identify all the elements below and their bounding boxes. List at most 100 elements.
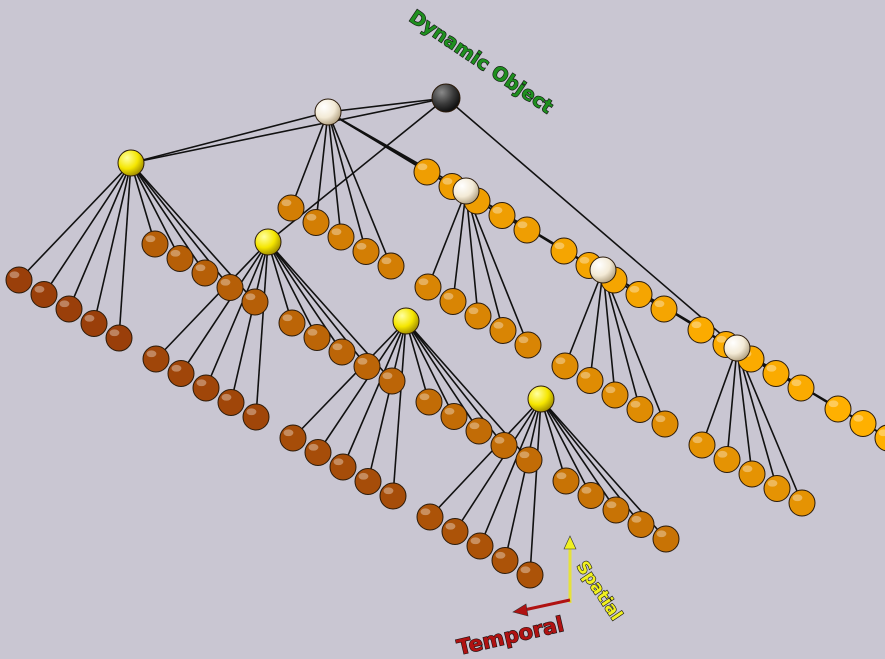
edge-root-child — [130, 97, 447, 164]
leaf-node — [687, 316, 715, 344]
edge-cream-leaf — [452, 190, 467, 302]
edge-yellow-leaf — [504, 398, 542, 561]
leaf-highlight — [221, 393, 232, 401]
temporal-axis-label: Temporal — [455, 612, 566, 659]
node-layer — [5, 83, 885, 589]
leaf-highlight — [417, 163, 428, 171]
edge-cream-leaf — [327, 111, 392, 267]
leaf-highlight — [579, 256, 590, 264]
temporal-node — [452, 177, 480, 205]
edge-root-child — [445, 97, 738, 349]
leaf-node — [55, 295, 83, 323]
leaf-node — [30, 281, 58, 308]
leaf-highlight — [791, 379, 802, 387]
leaf-highlight — [445, 522, 456, 530]
leaf-highlight — [605, 386, 616, 394]
leaf-node — [216, 274, 244, 301]
leaf-highlight — [332, 343, 343, 351]
root-node — [431, 83, 461, 113]
leaf-highlight — [443, 292, 454, 300]
edge-root-child — [327, 97, 447, 113]
leaf-node — [576, 367, 604, 394]
leaf-node — [80, 310, 108, 337]
edge-yellow-leaf — [230, 241, 269, 403]
leaf-node — [688, 431, 716, 459]
edge-yellow-leaf — [479, 398, 542, 547]
edge-yellow-leaf — [292, 320, 407, 439]
leaf-node — [413, 158, 441, 186]
edge-layer — [18, 97, 885, 576]
leaf-highlight — [631, 515, 642, 523]
leaf-node — [577, 482, 605, 509]
spatial-node — [254, 228, 282, 256]
leaf-node — [602, 496, 630, 524]
leaf-highlight — [767, 479, 778, 487]
leaf-highlight — [766, 364, 777, 372]
leaf-node — [738, 460, 766, 488]
leaf-node — [551, 352, 579, 380]
edge-cream-leaf — [602, 269, 616, 396]
leaf-highlight — [419, 393, 430, 401]
leaf-node — [490, 432, 518, 459]
leaf-node — [378, 367, 406, 395]
edge-cream-leaf — [602, 269, 666, 425]
edge-cream-leaf — [465, 190, 504, 331]
leaf-highlight — [691, 321, 702, 329]
leaf-node — [491, 547, 519, 574]
leaf-highlight — [383, 487, 394, 495]
leaf-highlight — [442, 177, 453, 185]
leaf-highlight — [356, 242, 367, 250]
leaf-node — [625, 281, 653, 308]
leaf-node — [352, 238, 380, 265]
edge-cream-leaf — [327, 111, 342, 238]
spatial-node — [392, 307, 420, 335]
leaf-highlight — [581, 486, 592, 494]
leaf-highlight — [418, 278, 429, 286]
leaf-highlight — [281, 199, 292, 207]
leaf-highlight — [195, 264, 206, 272]
leaf-node — [763, 475, 791, 502]
leaf-node — [787, 374, 815, 402]
leaf-node — [191, 259, 219, 287]
leaf-highlight — [245, 293, 256, 301]
leaf-highlight — [556, 472, 567, 480]
leaf-highlight — [333, 458, 344, 466]
leaf-highlight — [246, 408, 257, 416]
leaf-node — [277, 194, 305, 222]
leaf-highlight — [495, 551, 506, 559]
leaf-highlight — [555, 357, 566, 365]
edge-yellow-leaf — [392, 320, 407, 497]
leaf-node — [439, 288, 467, 315]
leaf-node — [626, 396, 654, 423]
leaf-highlight — [656, 530, 667, 538]
leaf-node — [552, 467, 580, 495]
leaf-highlight — [606, 501, 617, 509]
temporal-arrowhead-icon — [512, 603, 529, 617]
leaf-node — [5, 266, 33, 294]
leaf-highlight — [84, 314, 95, 322]
edge-yellow-leaf — [405, 320, 430, 403]
leaf-node — [217, 389, 245, 416]
edge-yellow-leaf — [130, 162, 156, 245]
leaf-highlight — [220, 278, 231, 286]
leaf-node — [874, 424, 885, 452]
leaf-highlight — [382, 372, 393, 380]
leaf-node — [328, 338, 356, 366]
spatial-node — [117, 149, 145, 177]
leaf-highlight — [494, 436, 505, 444]
leaf-node — [513, 216, 541, 244]
leaf-node — [304, 439, 332, 466]
edge-yellow-leaf — [118, 162, 132, 339]
leaf-node — [464, 302, 492, 330]
edge-yellow-leaf — [130, 162, 181, 259]
edge-cream-leaf — [465, 190, 529, 346]
leaf-highlight — [517, 221, 528, 229]
edge-yellow-leaf — [68, 162, 132, 310]
edge-yellow-leaf — [540, 398, 592, 496]
edge-cream-leaf — [736, 347, 803, 504]
edge-yellow-leaf — [454, 398, 542, 532]
edge-yellow-leaf — [342, 320, 407, 468]
temporal-node — [723, 334, 751, 362]
edge-cream-leaf — [736, 347, 778, 489]
